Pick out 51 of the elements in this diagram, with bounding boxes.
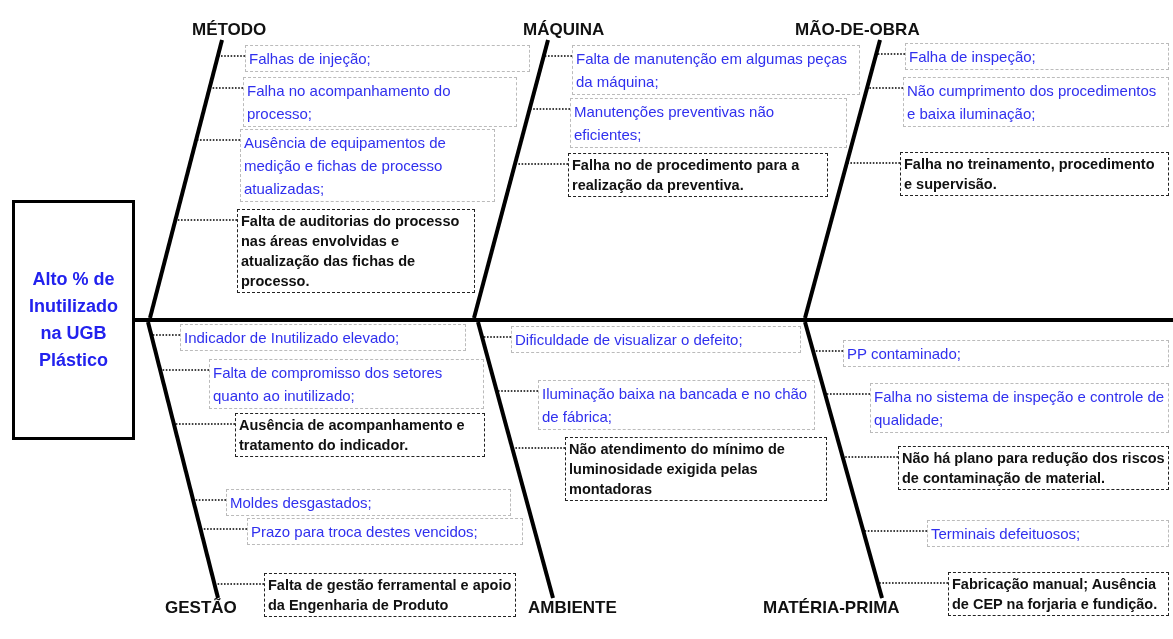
leader-line [862,530,928,599]
root-cause-box: Ausência de acompanhamento e tratamento do indicador. [235,413,485,457]
fishbone-bone [472,39,550,319]
leader-line [213,583,265,599]
leader-line [514,39,569,165]
leader-line [528,39,571,110]
leader-line [174,39,238,221]
fishbone-bone [148,39,224,319]
leader-line [824,393,883,599]
root-cause-box: Fabricação manual; Ausência de CEP na forjaria e fundição. [948,572,1169,616]
category-label: GESTÃO [165,598,237,618]
leader-line [173,423,236,599]
cause-box: Falha de inspeção; [905,43,1169,70]
effect-box: Alto % de Inutilizado na UGB Plástico [12,200,135,440]
fishbone-bone [803,321,884,599]
category-label: AMBIENTE [528,598,617,618]
leader-line [876,582,949,599]
cause-box: Falta de compromisso dos setores quanto ao inutilizado; [209,359,484,409]
cause-box: Falha no acompanhamento do processo; [243,77,517,127]
cause-box: Falhas de injeção; [245,45,530,72]
leader-line [866,39,904,89]
fishbone-bone [803,39,882,319]
root-cause-box: Não atendimento do mínimo de luminosidade exigida pelas montadoras [565,437,827,501]
root-cause-box: Não há plano para redução dos riscos de contaminação de material. [898,446,1169,490]
root-cause-box: Falha no de procedimento para a realização da preventiva. [568,153,828,197]
category-label: MÁQUINA [523,20,605,40]
cause-box: Dificuldade de visualizar o defeito; [511,326,801,353]
cause-box: Não cumprimento dos procedimentos e baixa iluminação; [903,77,1169,127]
cause-box: Falha no sistema de inspeção e controle de qualidade; [870,383,1169,433]
fishbone-spine [135,318,1173,322]
leader-line [199,528,248,599]
cause-box: Terminais defeituosos; [927,520,1169,547]
cause-box: Ausência de equipamentos de medição e fichas de processo atualizadas; [240,129,495,202]
category-label: MÉTODO [192,20,267,40]
leader-line [195,39,241,141]
leader-line [495,390,554,599]
leader-line [845,39,901,164]
root-cause-box: Falta de gestão ferramental e apoio da Engenharia de Produto [264,573,516,617]
cause-box: Prazo para troca destes vencidos; [247,518,523,545]
cause-box: Falta de manutenção em algumas peças da máquina; [572,45,860,95]
root-cause-box: Falta de auditorias do processo nas áreas envolvidas e atualização das fichas de processo. [237,209,475,293]
category-label: MÃO-DE-OBRA [795,20,920,40]
cause-box: Moldes desgastados; [226,489,511,516]
cause-box: Manutenções preventivas não eficientes; [570,98,847,148]
cause-box: Iluminação baixa na bancada e no chão de fábrica; [538,380,815,430]
cause-box: PP contaminado; [843,340,1169,367]
category-label: MATÉRIA-PRIMA [763,598,900,618]
leader-line [511,447,566,599]
leader-line [208,39,244,89]
cause-box: Indicador de Inutilizado elevado; [180,324,466,351]
root-cause-box: Falha no treinamento, procedimento e supervisão. [900,152,1169,196]
